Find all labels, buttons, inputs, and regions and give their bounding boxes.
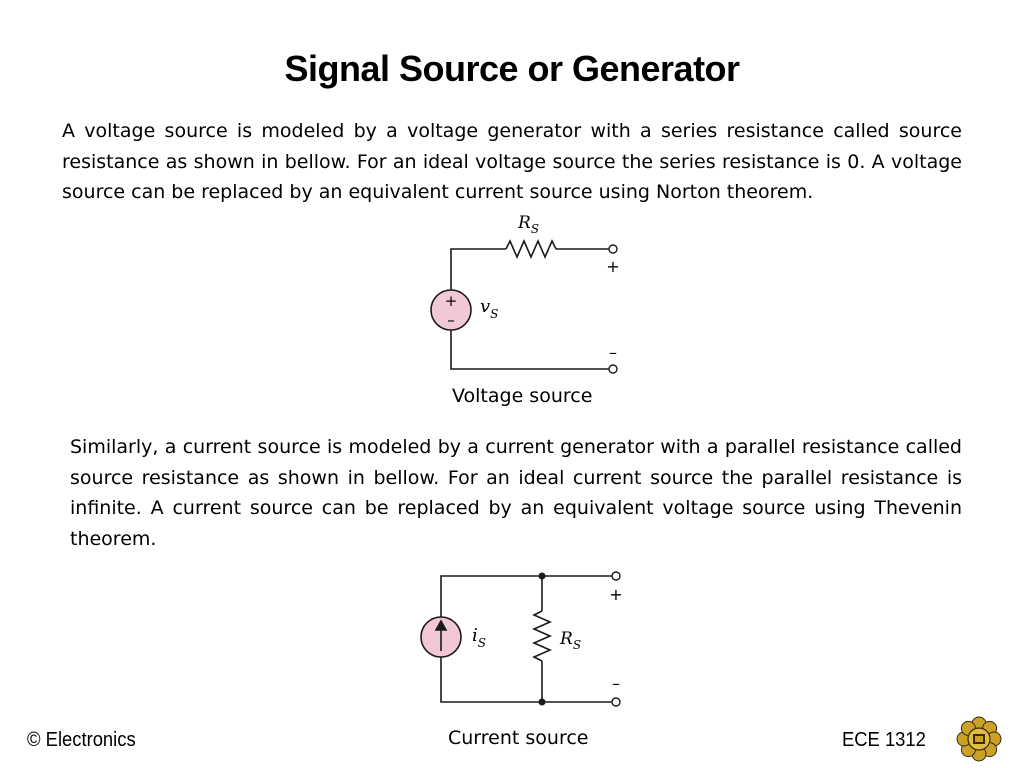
source-minus-sign: –	[447, 311, 455, 329]
terminal-minus-label: –	[609, 343, 617, 362]
wire-top-left	[450, 248, 506, 290]
resistor-label: RS	[559, 629, 581, 652]
terminal-negative	[611, 697, 621, 707]
source-label-main: v	[480, 296, 490, 317]
junction-bottom	[538, 698, 546, 706]
resistor-label: RS	[517, 213, 539, 236]
university-crest-icon	[956, 716, 1002, 762]
terminal-positive	[611, 571, 621, 581]
voltage-source-caption: Voltage source	[452, 385, 593, 407]
current-circuit-wires	[440, 575, 612, 703]
arrow-up-icon	[434, 619, 448, 651]
slide-title: Signal Source or Generator	[284, 48, 740, 89]
junction-top	[538, 572, 546, 580]
source-label-sub: S	[490, 307, 498, 321]
wire-top	[440, 575, 612, 617]
footer-course-code: ECE 1312	[842, 729, 926, 751]
terminal-minus-label: –	[612, 674, 620, 693]
terminal-negative	[608, 364, 618, 374]
voltage-generator	[430, 289, 472, 331]
resistor-label-main: R	[517, 213, 531, 233]
source-plus-sign: +	[445, 292, 458, 310]
resistor-zigzag	[532, 610, 552, 662]
terminal-plus-label: +	[606, 257, 619, 276]
terminal-positive	[608, 244, 618, 254]
voltage-source-paragraph: A voltage source is modeled by a voltage…	[62, 120, 962, 203]
terminal-plus-label: +	[609, 585, 622, 604]
source-label-sub: S	[478, 636, 486, 650]
voltage-source-circuit: + – + – RS vS	[430, 213, 620, 374]
wire-bottom	[440, 657, 612, 703]
current-source-circuit: + – iS RS	[420, 571, 623, 707]
current-source-caption: Current source	[448, 727, 589, 749]
crest-emblem-inner	[975, 736, 983, 742]
resistor-zigzag	[505, 239, 557, 259]
wire-bottom	[450, 330, 609, 370]
resistor-label-main: R	[559, 629, 573, 649]
voltage-circuit-wires	[450, 239, 609, 370]
source-label-main: i	[472, 625, 478, 646]
footer-copyright: © Electronics	[27, 729, 136, 751]
resistor-label-sub: S	[573, 638, 581, 652]
source-label: iS	[472, 625, 486, 650]
source-label: vS	[480, 296, 498, 321]
current-source-paragraph: Similarly, a current source is modeled b…	[70, 436, 962, 550]
resistor-label-sub: S	[531, 222, 539, 236]
